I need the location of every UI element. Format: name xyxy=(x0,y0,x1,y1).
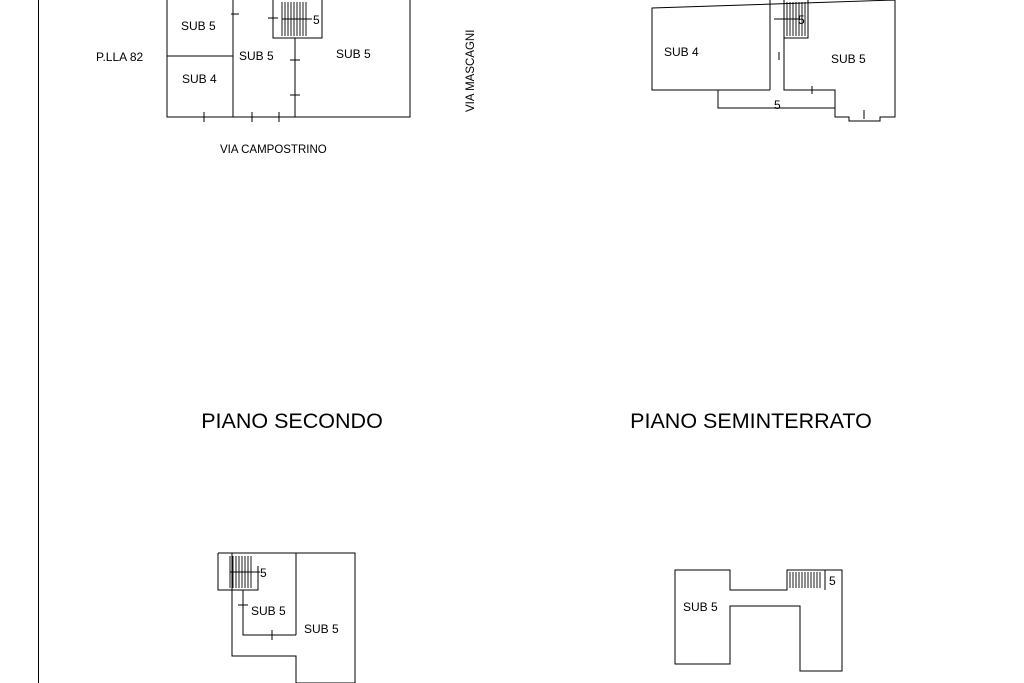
plan-first-floor: SUB 4 SUB 5 5 5 xyxy=(651,0,896,122)
stair-hatch xyxy=(774,2,806,36)
plan-outline xyxy=(231,552,356,683)
room-label: SUB 5 xyxy=(336,47,371,61)
room-label: SUB 5 xyxy=(304,622,339,636)
plan-outline xyxy=(166,0,411,118)
neighbor-parcel-label: P.LLA 82 xyxy=(96,50,143,64)
street-label-right: VIA MASCAGNI xyxy=(465,30,477,112)
plan-title-second-floor: PIANO SECONDO xyxy=(201,409,383,433)
street-label-bottom: VIA CAMPOSTRINO xyxy=(220,144,327,156)
stair-hatch xyxy=(789,572,821,588)
room-label: SUB 5 xyxy=(251,604,286,618)
room-label: SUB 4 xyxy=(664,45,699,59)
room-label: SUB 5 xyxy=(239,49,274,63)
stair-hatch xyxy=(229,556,260,588)
stair-hatch xyxy=(281,2,312,36)
stair-sub-label: 5 xyxy=(829,574,836,588)
room-label: SUB 5 xyxy=(181,19,216,33)
plan-second-floor: SUB 5 SUB 5 5 xyxy=(217,552,356,683)
room-label: 5 xyxy=(774,98,781,112)
plan-basement: SUB 5 5 xyxy=(674,569,843,672)
stair-sub-label: 5 xyxy=(260,566,267,580)
plan-outline xyxy=(674,569,843,672)
room-label: SUB 5 xyxy=(683,600,718,614)
plan-ground-floor: SUB 5 SUB 4 SUB 5 SUB 5 5 P.LLA 82 VIA C… xyxy=(96,0,477,156)
room-label: SUB 5 xyxy=(831,52,866,66)
room-label: SUB 4 xyxy=(182,72,217,86)
stair-sub-label: 5 xyxy=(313,13,320,27)
plan-title-basement: PIANO SEMINTERRATO xyxy=(630,409,872,433)
stair-sub-label: 5 xyxy=(798,13,805,27)
